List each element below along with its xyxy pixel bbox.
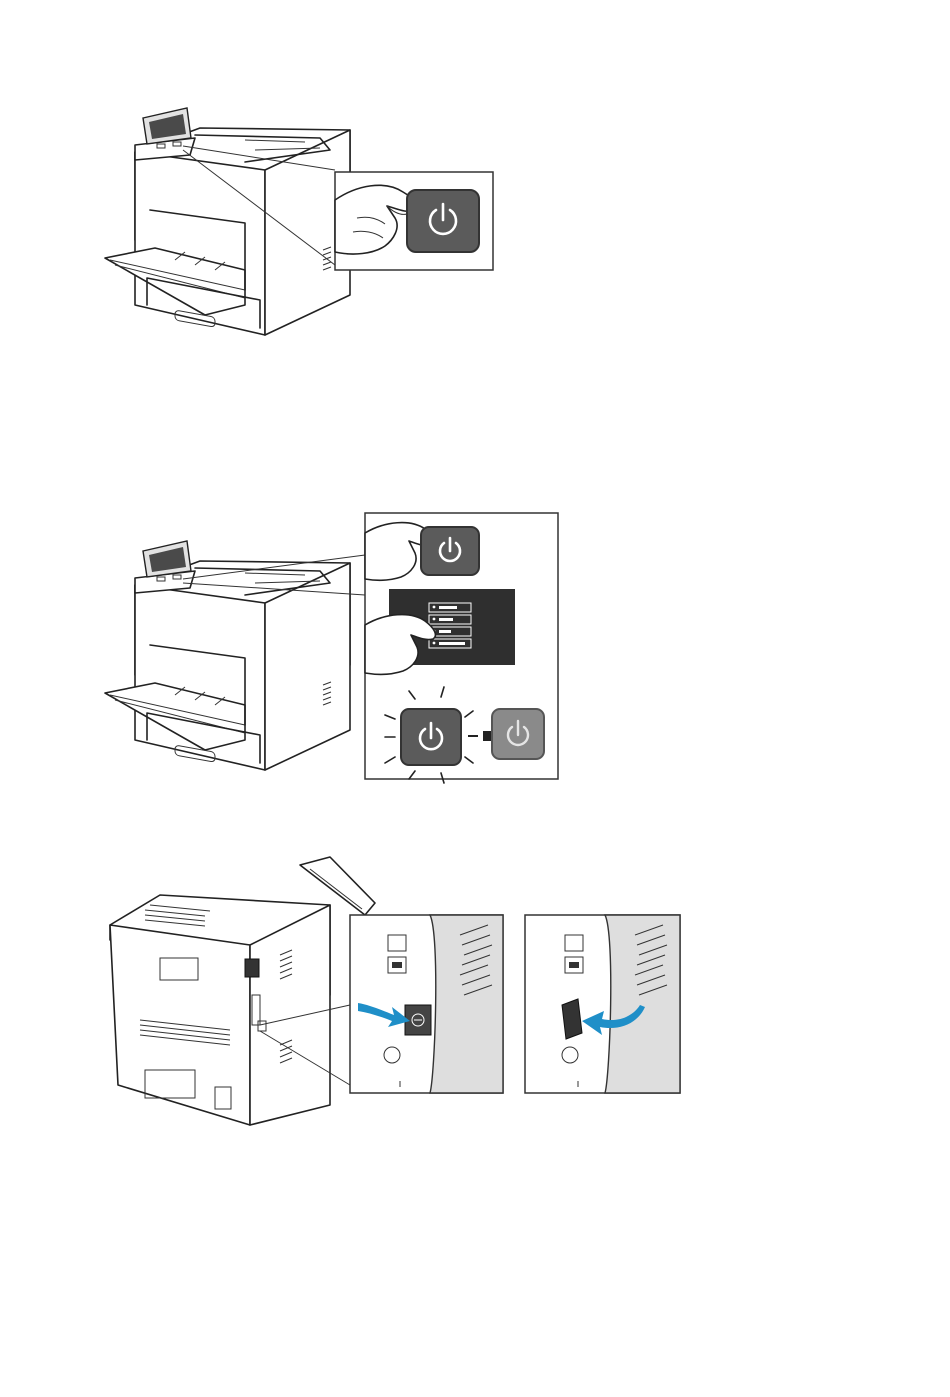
usb-port-cover xyxy=(562,999,582,1039)
callout-usb-cover-open xyxy=(525,915,680,1093)
printer-rear-illustration xyxy=(110,857,375,1125)
printer-front-illustration xyxy=(105,108,350,335)
callout-zoom-box xyxy=(335,172,493,270)
figure-power-off-sequence xyxy=(95,505,565,785)
figure-press-power-button xyxy=(95,100,505,340)
power-off-button xyxy=(492,709,544,759)
callout-usb-cover-remove xyxy=(350,915,503,1093)
figure-rear-usb-cover xyxy=(100,855,690,1135)
callout-sequence-box xyxy=(365,513,558,783)
printer-front-illustration xyxy=(105,541,350,770)
